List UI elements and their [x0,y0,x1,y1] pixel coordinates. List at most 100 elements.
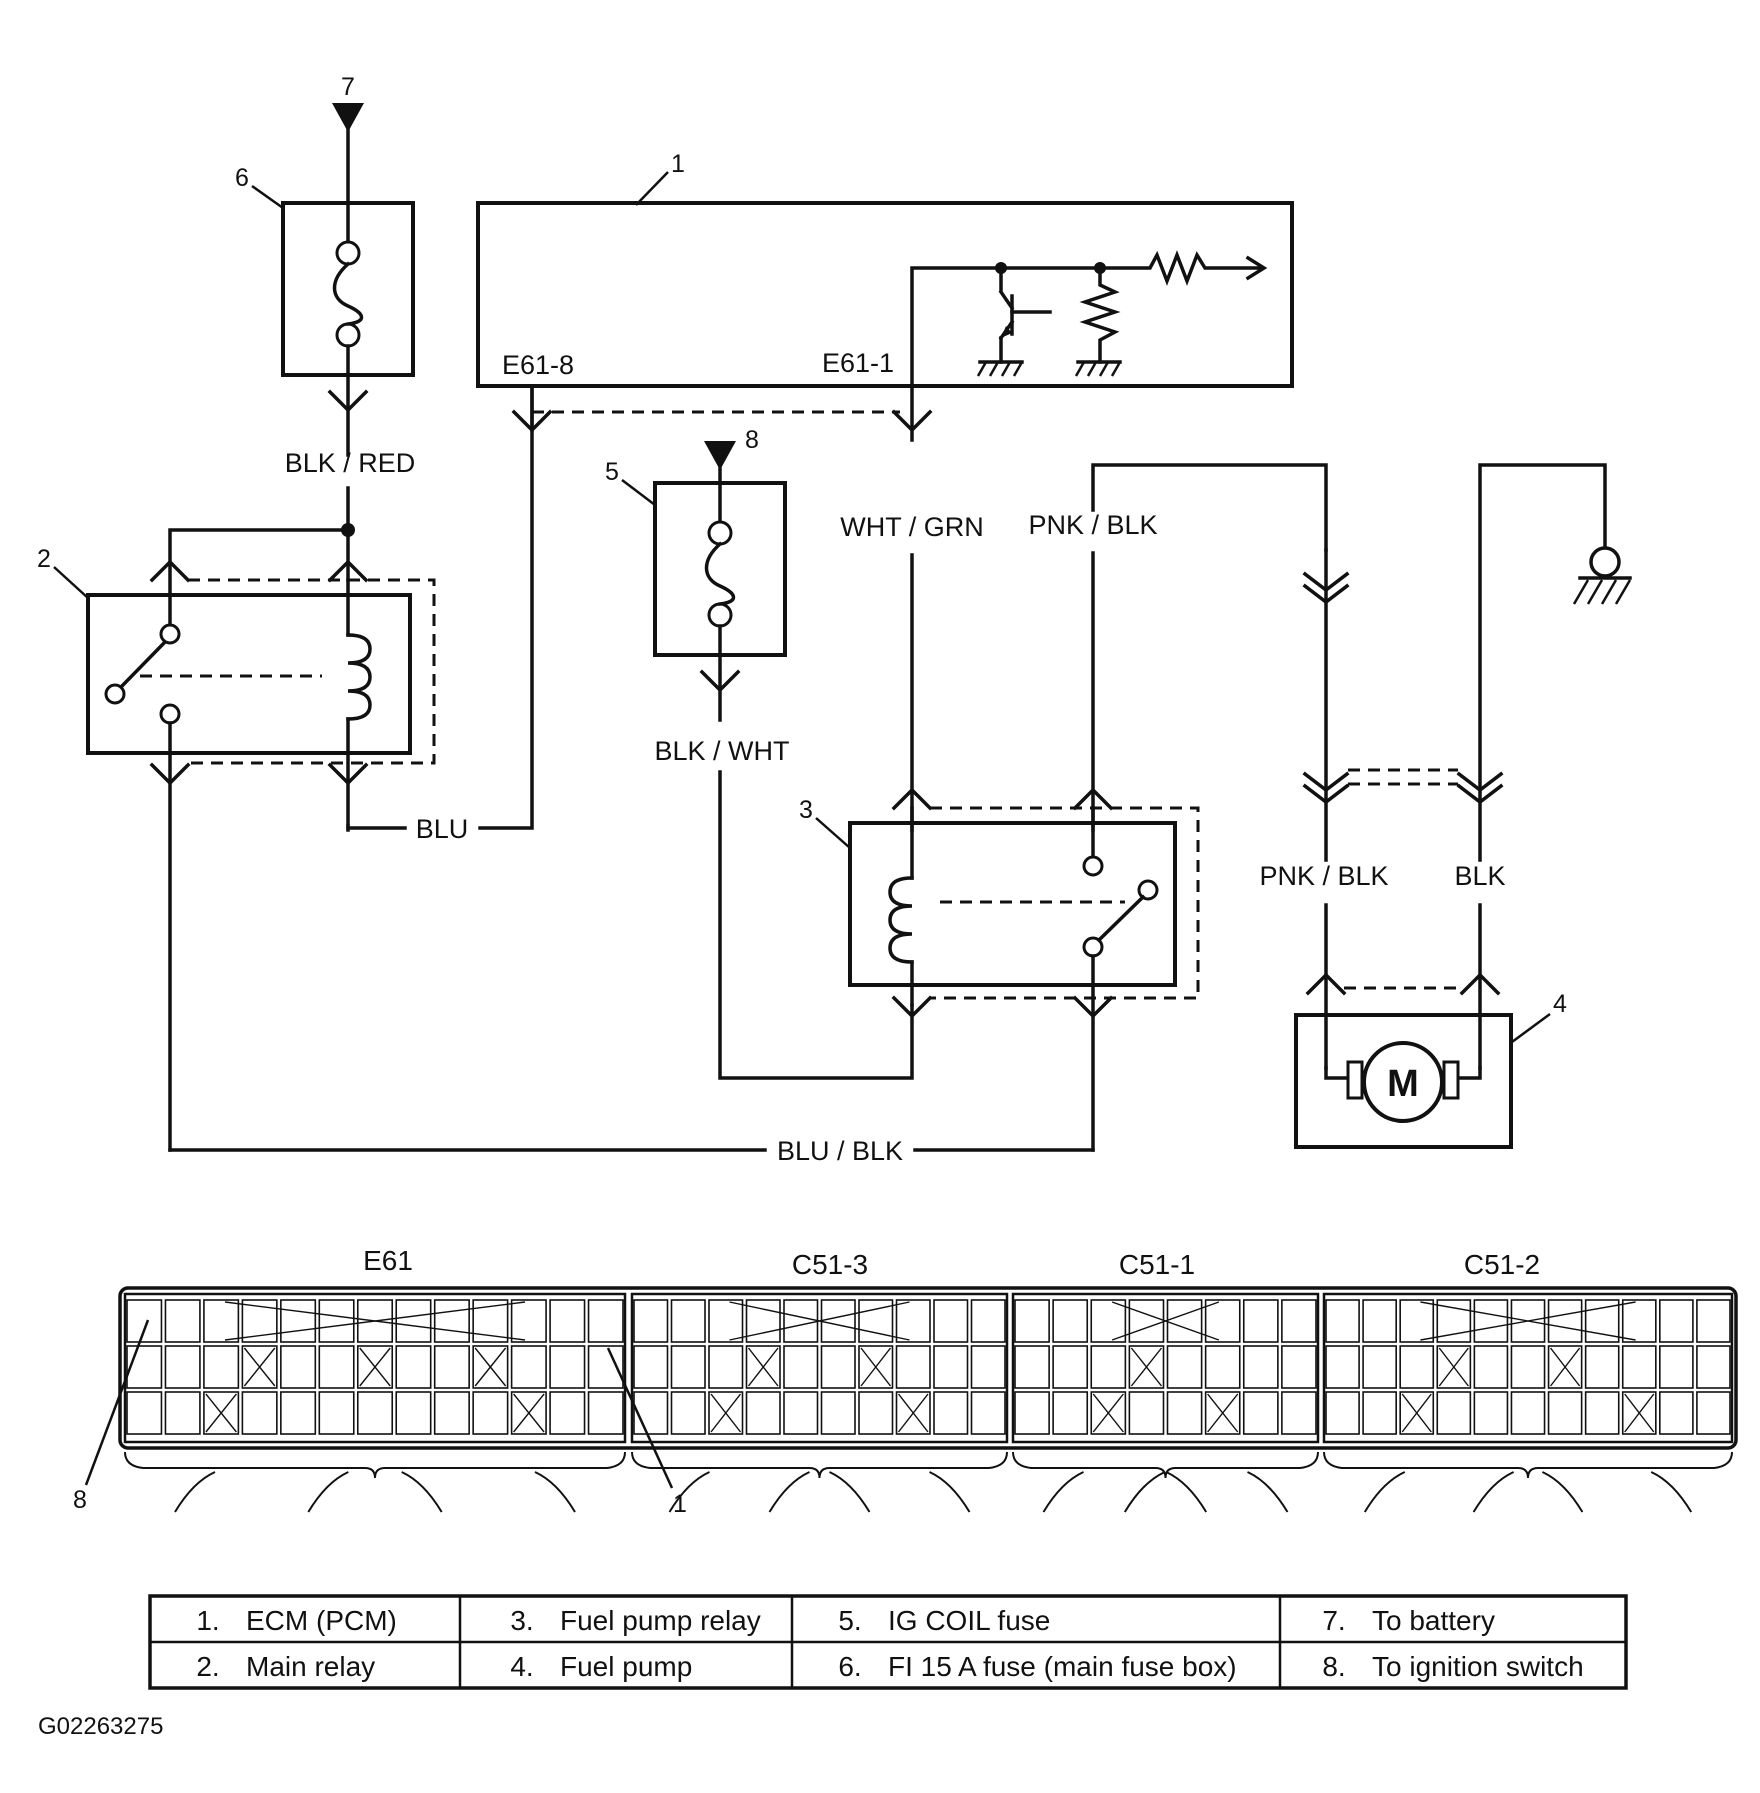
pin-cell [1014,1391,1050,1435]
pin-cell [783,1345,819,1389]
terminal-e61-8: E61-8 [502,350,574,380]
pin-cell [1128,1299,1165,1343]
pin-cell [433,1345,470,1389]
pin-cell [895,1345,931,1389]
pin-cell [1547,1299,1583,1343]
blank-pin-mark [747,1347,779,1387]
pin-cell [745,1345,781,1389]
wire-label-blk-wht: BLK / WHT [654,736,789,766]
pin-cell [633,1391,669,1435]
pin-callout-8: 8 [73,1486,87,1514]
pin-cell [318,1299,355,1343]
legend-num-3: 3. [510,1605,533,1636]
relay-coil-icon [888,876,914,964]
pin-cell [1090,1391,1127,1435]
pin-cell [1128,1345,1165,1389]
callout-2: 2 [37,545,51,573]
pin-cell [1242,1391,1279,1435]
pin-cell [241,1345,278,1389]
harness-wire [768,1471,810,1513]
legend-num-5: 5. [838,1605,861,1636]
pin-cell [670,1345,706,1389]
connector-block [630,1292,1009,1444]
harness-wire [1472,1471,1515,1513]
legend-num-1: 1. [196,1605,219,1636]
blank-pin-mark [1092,1393,1124,1433]
resistor-icon [1079,266,1121,364]
wire-label-pnk-blk-bottom: PNK / BLK [1259,861,1388,891]
pin-cell [280,1391,317,1435]
pin-cell [933,1391,969,1435]
pin-cell [1510,1299,1546,1343]
callout-6: 6 [235,164,249,192]
blank-pin-mark [1207,1393,1239,1433]
harness-wire [929,1471,971,1513]
pin-cell [318,1391,355,1435]
pin-cell [858,1345,894,1389]
pin-cell [1473,1299,1509,1343]
ecm-connector [511,384,933,442]
blank-pin-mark [1130,1347,1163,1387]
pin-cell [587,1345,624,1389]
pin-cell [126,1345,163,1389]
pin-cell [1621,1299,1657,1343]
pin-cell [1204,1391,1241,1435]
pin-cell [1052,1391,1089,1435]
pin-cell [745,1391,781,1435]
figure-id: G02263275 [38,1713,163,1740]
pin-cell [510,1299,547,1343]
pin-cell [970,1345,1006,1389]
ignition-arrow-icon [704,441,736,470]
wire-label-blk: BLK [1454,861,1505,891]
legend-text-7: To battery [1372,1605,1495,1636]
harness-brace [631,1451,1008,1479]
pin-cell [549,1391,586,1435]
pin-cell [1510,1391,1546,1435]
pin-cell [1204,1345,1241,1389]
pin-cell [1281,1345,1317,1389]
legend-text-2: Main relay [246,1651,375,1682]
connector-label-e61: E61 [363,1245,413,1276]
harness-wire [1042,1471,1084,1513]
connector-block [1011,1292,1320,1444]
blank-pin-mark [1624,1393,1655,1433]
ig-coil-fuse: 8 5 BLK / WHT [605,426,914,1080]
resistor-icon [1098,250,1264,286]
pin-cell [1584,1345,1620,1389]
pin-cell [433,1391,470,1435]
pin-cell [858,1391,894,1435]
key-area-mark [729,1301,910,1341]
harness-curves [124,1451,1733,1513]
legend-text-1: ECM (PCM) [246,1605,397,1636]
pin-cell [1399,1391,1435,1435]
pin-cell [164,1345,201,1389]
ecm: 1 E61-8 E61-1 [476,150,1294,388]
pin-cell [745,1299,781,1343]
pin-cell [1014,1299,1050,1343]
pin-cell [1325,1391,1360,1435]
pin-cell [1325,1299,1360,1343]
fuel-pump-circuit: PNK / BLK BLK 4 M [1259,463,1632,1149]
pin-cell [895,1299,931,1343]
arrow-right-icon [1245,255,1268,281]
pin-cell [1659,1391,1694,1435]
battery-arrow-icon [332,103,364,132]
pin-grid [123,1292,1734,1444]
pin-cell [1584,1391,1620,1435]
pin-cell [783,1299,819,1343]
pin-cell [549,1299,586,1343]
pin-cell [510,1391,547,1435]
pin-cell [1242,1345,1279,1389]
harness-wire [307,1471,349,1513]
connector-block [1322,1292,1734,1444]
harness-wire [401,1471,443,1513]
connector-label-c51-1: C51-1 [1119,1249,1195,1280]
legend-num-2: 2. [196,1651,219,1682]
blank-pin-mark [897,1393,929,1433]
pin-cell [895,1391,931,1435]
wire-label-blk-red: BLK / RED [285,448,416,478]
pin-cell [1696,1345,1731,1389]
pin-cell [1473,1345,1509,1389]
relay-switch-arm-icon [1096,894,1146,943]
